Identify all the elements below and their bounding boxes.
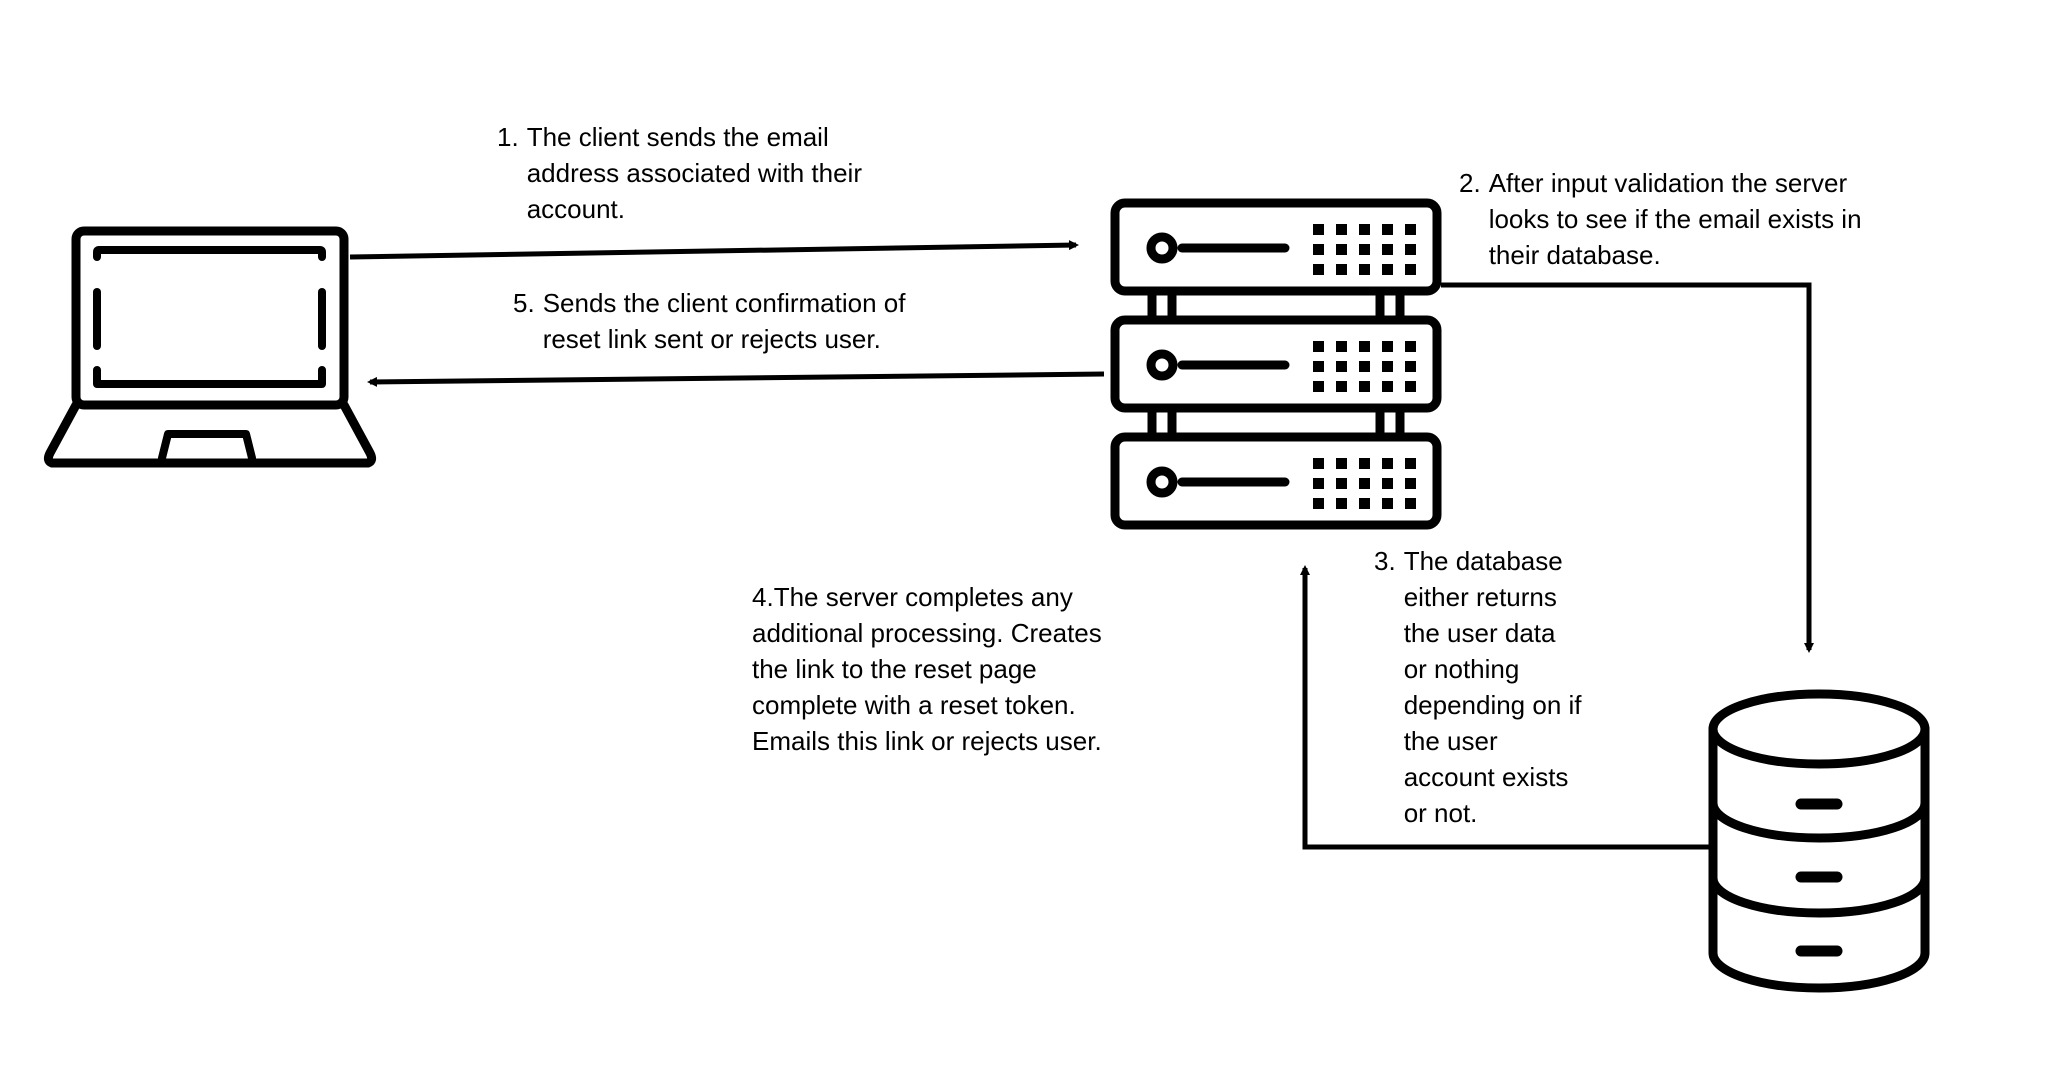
step-text-line: address associated with their [526, 158, 862, 188]
server-indicator-light [1382, 224, 1393, 235]
step-text-line: Sends the client confirmation of [542, 288, 906, 318]
step-number: 5. [513, 288, 535, 318]
server-indicator-light [1359, 264, 1370, 275]
server-indicator-light [1359, 224, 1370, 235]
step-4-continuation: additional processing. Creates the link … [752, 615, 1102, 759]
step-text-line: or not. [1403, 798, 1478, 828]
step-number: 3. [1374, 546, 1396, 576]
server-indicator-light [1405, 381, 1416, 392]
step-text-line: looks to see if the email exists in [1488, 204, 1862, 234]
step-text-line: the user [1403, 726, 1498, 756]
server-indicator-light [1336, 381, 1347, 392]
server-indicator-light [1382, 498, 1393, 509]
step-text-line: additional processing. Creates [752, 618, 1102, 648]
step-text-line: account exists [1403, 762, 1569, 792]
step-text-line: complete with a reset token. [752, 690, 1076, 720]
step-text-line: the link to the reset page [752, 654, 1037, 684]
step-text-line: either returns [1403, 582, 1557, 612]
server-indicator-light [1313, 361, 1324, 372]
step-text-line: The server completes any [773, 582, 1073, 612]
server-indicator-light [1313, 478, 1324, 489]
server-indicator-light [1382, 381, 1393, 392]
server-indicator-light [1336, 244, 1347, 255]
server-indicator-light [1405, 361, 1416, 372]
server-indicator-light [1313, 224, 1324, 235]
server-indicator-light [1405, 498, 1416, 509]
server-indicator-light [1336, 458, 1347, 469]
server-indicator-light [1336, 478, 1347, 489]
server-indicator-light [1359, 341, 1370, 352]
server-indicator-light [1313, 381, 1324, 392]
server-indicator-light [1336, 498, 1347, 509]
server-indicator-light [1313, 264, 1324, 275]
step-text-line: the user data [1403, 618, 1556, 648]
server-indicator-light [1382, 458, 1393, 469]
step-text-line: account. [526, 194, 625, 224]
server-indicator-light [1382, 244, 1393, 255]
server-indicator-light [1405, 224, 1416, 235]
server-indicator-light [1405, 264, 1416, 275]
step-text-line: The database [1403, 546, 1563, 576]
step-number: 4. [752, 582, 774, 612]
server-rack-icon [1110, 198, 1442, 530]
server-indicator-light [1359, 381, 1370, 392]
step-text-line: reset link sent or rejects user. [542, 324, 881, 354]
step-1-annotation: 1. The client sends the email address as… [497, 119, 862, 227]
server-indicator-light [1405, 478, 1416, 489]
step-text-line: or nothing [1403, 654, 1520, 684]
server-indicator-light [1382, 361, 1393, 372]
server-indicator-light [1313, 341, 1324, 352]
step-4-annotation: 4. The server completes any [752, 579, 1073, 615]
laptop-icon [43, 226, 377, 468]
step-text-line: their database. [1488, 240, 1661, 270]
step-text-line: Emails this link or rejects user. [752, 726, 1102, 756]
server-indicator-light [1359, 478, 1370, 489]
server-indicator-light [1336, 224, 1347, 235]
server-indicator-light [1313, 458, 1324, 469]
server-indicator-light [1405, 341, 1416, 352]
step-number: 1. [497, 122, 519, 152]
server-indicator-light [1359, 361, 1370, 372]
step-2-annotation: 2. After input validation the server loo… [1459, 165, 1862, 273]
server-indicator-light [1336, 264, 1347, 275]
step-text-line: depending on if [1403, 690, 1582, 720]
arrow-database-to-server [1300, 565, 1709, 850]
step-number: 2. [1459, 168, 1481, 198]
database-icon [1708, 689, 1930, 993]
server-indicator-light [1382, 264, 1393, 275]
step-text-line: The client sends the email [526, 122, 829, 152]
arrow-server-to-client [367, 371, 1105, 387]
arrow-server-to-database [1441, 282, 1814, 653]
server-indicator-light [1359, 458, 1370, 469]
server-indicator-light [1336, 361, 1347, 372]
server-indicator-light [1382, 478, 1393, 489]
server-indicator-light [1359, 244, 1370, 255]
server-indicator-light [1336, 341, 1347, 352]
server-indicator-light [1405, 244, 1416, 255]
arrow-client-to-server [349, 240, 1079, 260]
server-indicator-light [1313, 244, 1324, 255]
server-indicator-light [1359, 498, 1370, 509]
server-indicator-light [1405, 458, 1416, 469]
step-5-annotation: 5. Sends the client confirmation of rese… [513, 285, 905, 357]
step-3-annotation: 3. The database either returns the user … [1374, 543, 1582, 831]
server-indicator-light [1313, 498, 1324, 509]
server-indicator-light [1382, 341, 1393, 352]
step-text-line: After input validation the server [1488, 168, 1848, 198]
